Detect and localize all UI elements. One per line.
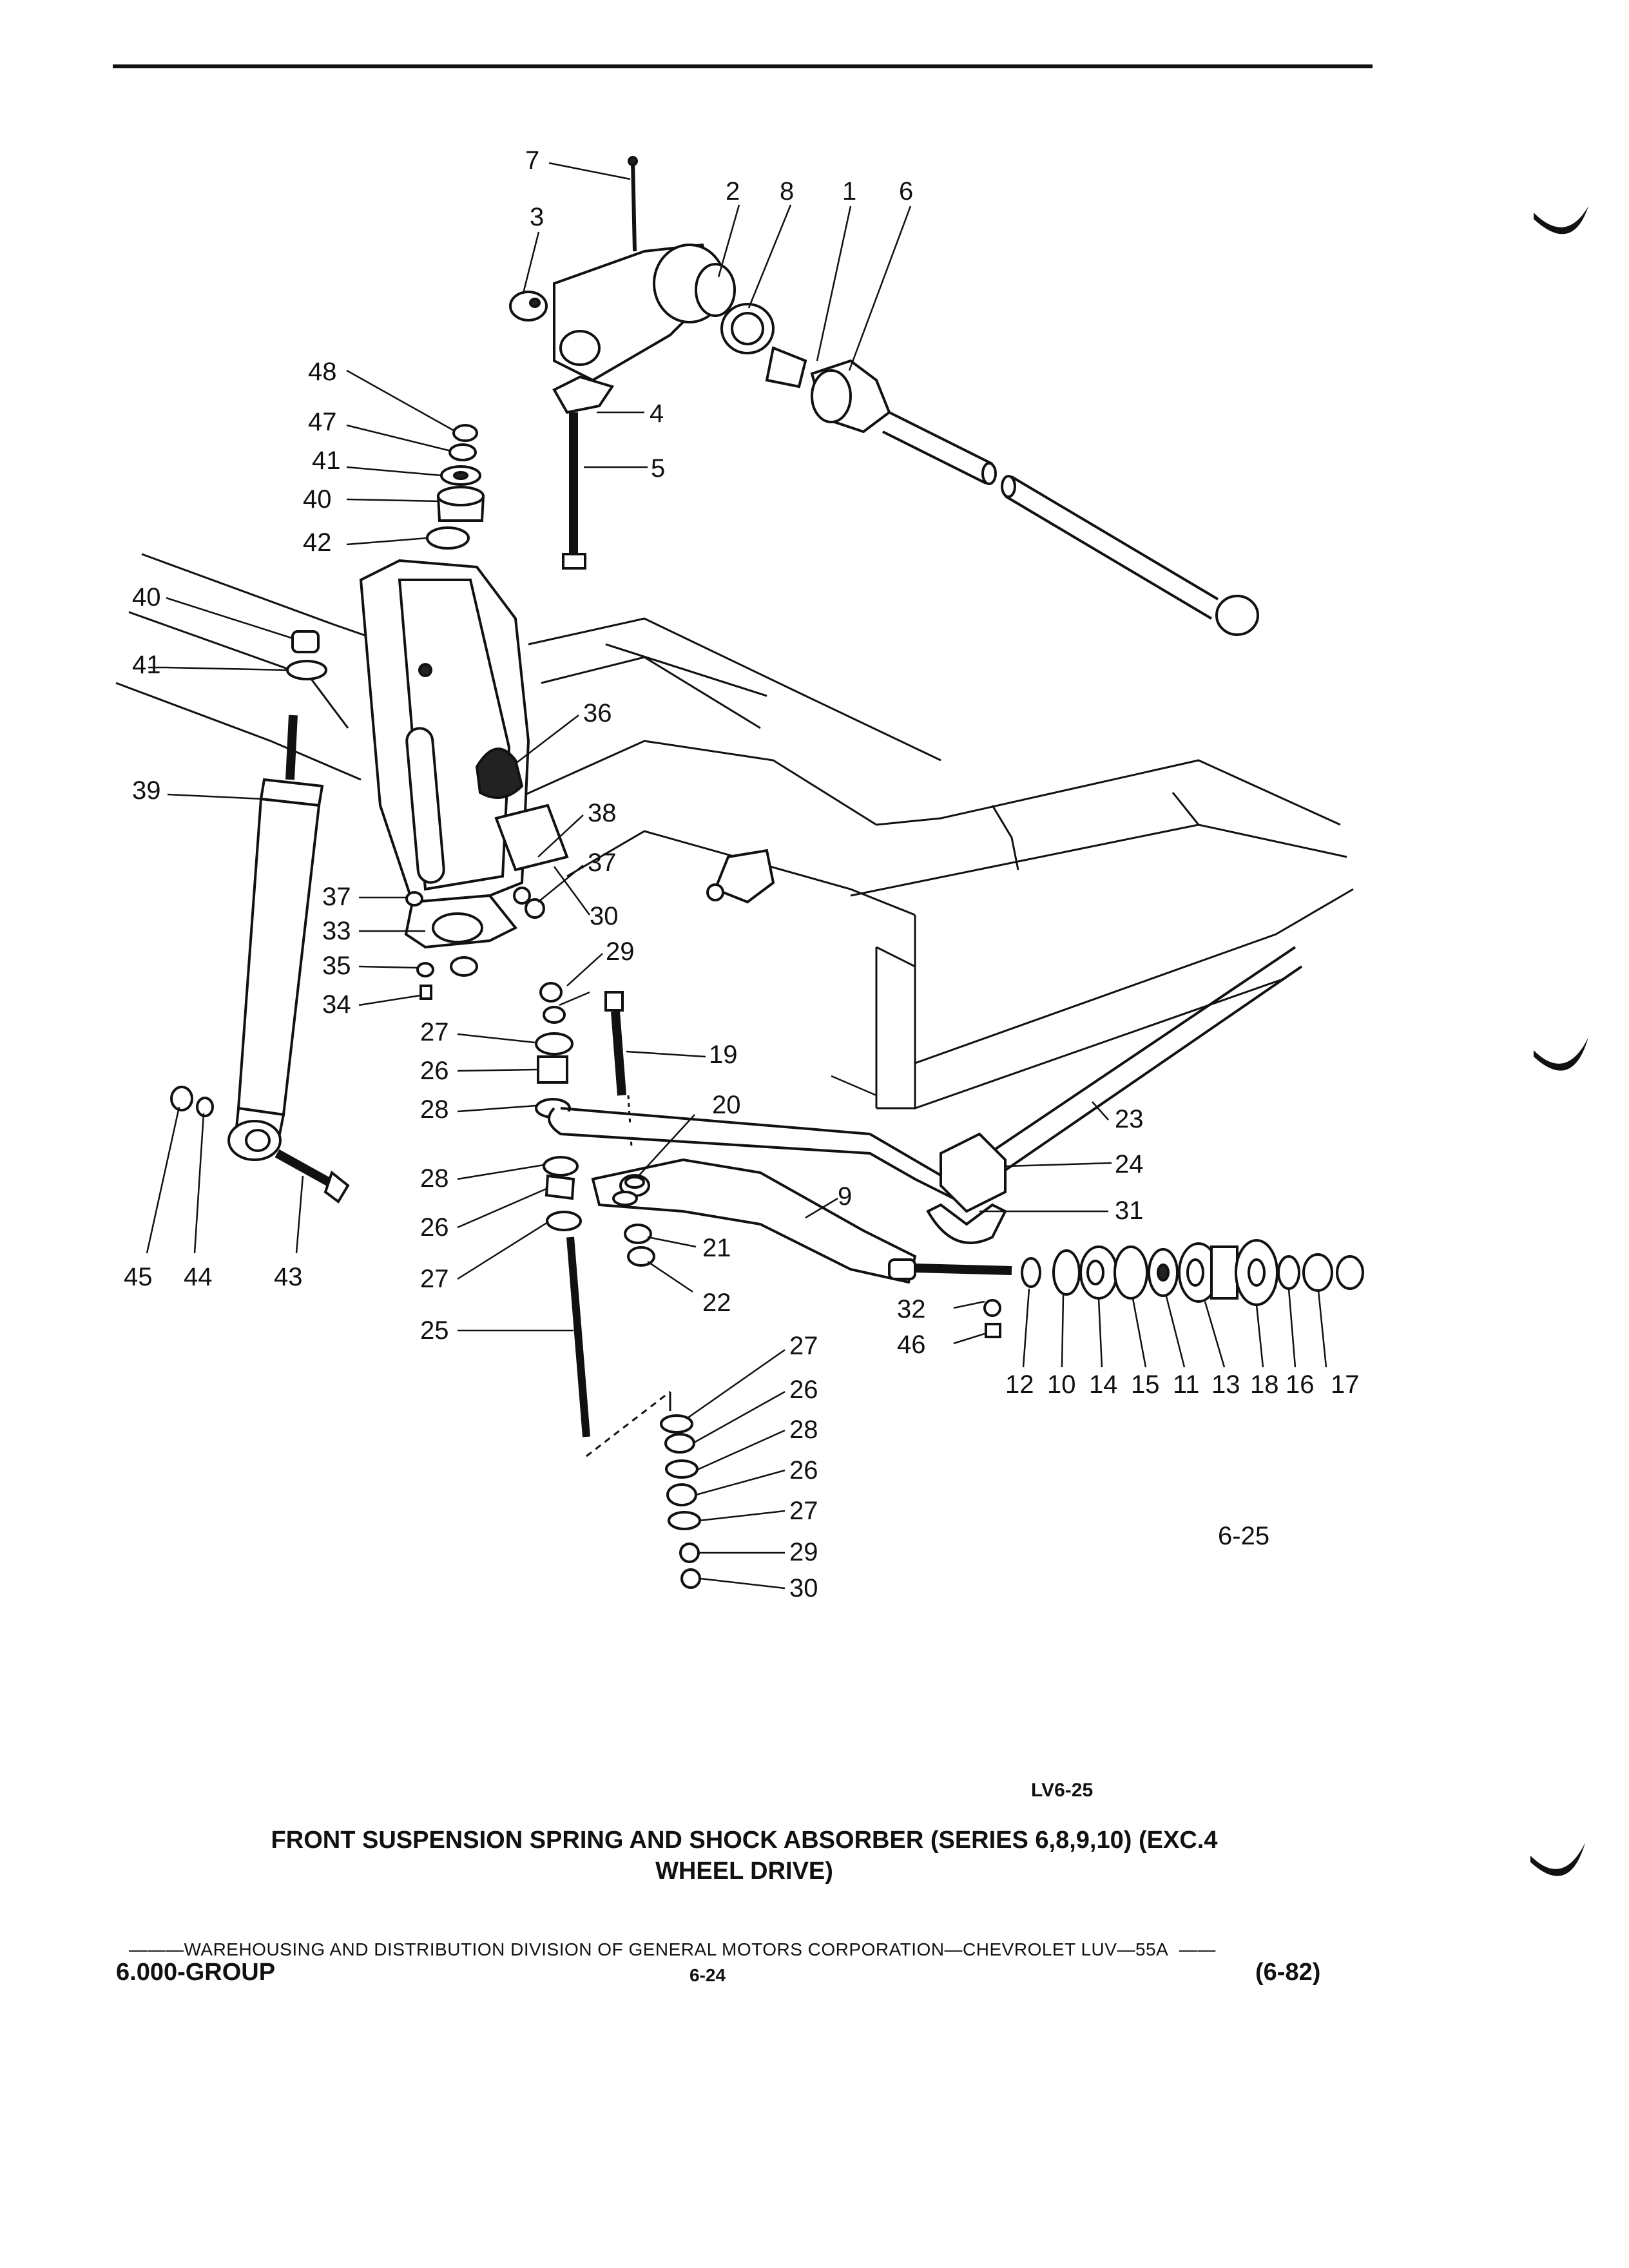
- callout-16: 16: [1286, 1370, 1315, 1399]
- caption-line-1: FRONT SUSPENSION SPRING AND SHOCK ABSORB…: [271, 1827, 1218, 1854]
- callout-21: 21: [702, 1234, 731, 1262]
- callout-44: 44: [184, 1263, 213, 1291]
- footer-publisher-text: WAREHOUSING AND DISTRIBUTION DIVISION OF…: [184, 1939, 1169, 1959]
- callout-40-left: 40: [132, 583, 161, 611]
- callout-26-right-lower: 26: [789, 1456, 818, 1485]
- callout-1: 1: [842, 177, 856, 206]
- binder-mark-middle: [1534, 1037, 1588, 1071]
- callout-37-right: 37: [588, 849, 617, 877]
- leader-lines: [146, 162, 1327, 1590]
- shock-mount-stack: [426, 424, 485, 550]
- shock-absorber: [170, 715, 350, 1204]
- callout-34: 34: [322, 990, 351, 1019]
- strut-rod-stack: [535, 982, 701, 1589]
- callout-40: 40: [303, 485, 332, 514]
- footer-group: 6.000-GROUP: [116, 1959, 276, 1986]
- footer-dash-left: ———: [129, 1939, 184, 1959]
- callout-18: 18: [1250, 1370, 1279, 1399]
- callout-25: 25: [420, 1316, 449, 1345]
- callout-27-right-lower: 27: [789, 1497, 818, 1525]
- footer-page-number: 6-24: [689, 1965, 726, 1985]
- callout-36: 36: [583, 699, 612, 727]
- strut-bushing-chain: [983, 1239, 1364, 1338]
- callout-10: 10: [1047, 1370, 1076, 1399]
- callout-26: 26: [420, 1057, 449, 1085]
- stabilizer-and-strut: [548, 946, 1303, 1284]
- shock-tower-bracket: [286, 559, 569, 1000]
- callout-28-right: 28: [789, 1416, 818, 1444]
- callout-23: 23: [1115, 1105, 1144, 1133]
- callout-28: 28: [420, 1095, 449, 1124]
- frame-crossmember: [115, 553, 1354, 1110]
- callout-48: 48: [308, 358, 337, 386]
- callout-7: 7: [525, 146, 539, 175]
- callout-28-lower: 28: [420, 1164, 449, 1193]
- callout-5: 5: [651, 454, 665, 483]
- callout-26-lower: 26: [420, 1213, 449, 1242]
- callout-30: 30: [590, 902, 619, 930]
- callout-30-lower: 30: [789, 1574, 818, 1602]
- callout-26-right: 26: [789, 1376, 818, 1404]
- callout-6: 6: [899, 177, 913, 206]
- callout-38: 38: [588, 799, 617, 827]
- footer-date-code: (6-82): [1255, 1959, 1321, 1986]
- callout-15: 15: [1131, 1370, 1160, 1399]
- callout-37: 37: [322, 883, 351, 911]
- frame-bracket: [706, 849, 775, 904]
- footer-dash-right: ——: [1168, 1939, 1216, 1959]
- callout-41: 41: [312, 447, 341, 475]
- callout-29-lower: 29: [789, 1538, 818, 1566]
- callout-32: 32: [897, 1295, 926, 1323]
- callout-11: 11: [1173, 1370, 1200, 1399]
- callout-9: 9: [838, 1182, 852, 1211]
- callout-45: 45: [124, 1263, 153, 1291]
- callout-17: 17: [1331, 1370, 1360, 1399]
- callout-27-right: 27: [789, 1332, 818, 1360]
- caption-line-2: WHEEL DRIVE): [655, 1858, 833, 1885]
- callout-12: 12: [1005, 1370, 1034, 1399]
- upper-torsion-assembly: [509, 156, 1259, 697]
- callout-14: 14: [1089, 1370, 1118, 1399]
- callout-2: 2: [726, 177, 740, 206]
- callout-4: 4: [650, 399, 664, 428]
- callout-19: 19: [709, 1041, 738, 1069]
- callout-33: 33: [322, 917, 351, 945]
- image-code: LV6-25: [1031, 1780, 1094, 1801]
- callout-43: 43: [274, 1263, 303, 1291]
- callout-46: 46: [897, 1331, 926, 1359]
- binder-mark-bottom: [1530, 1843, 1585, 1876]
- callout-3: 3: [530, 203, 544, 231]
- callout-31: 31: [1115, 1196, 1144, 1225]
- callout-24: 24: [1115, 1150, 1144, 1178]
- top-rule: [113, 64, 1373, 68]
- callout-41-left: 41: [132, 651, 161, 679]
- figure-caption: FRONT SUSPENSION SPRING AND SHOCK ABSORB…: [116, 1825, 1373, 1887]
- callout-labels: 7 3 2 8 1 6 48 4 47 41 5 40 42 40 41 36 …: [124, 146, 1360, 1602]
- callout-35: 35: [322, 952, 351, 980]
- footer-publisher-line: ———WAREHOUSING AND DISTRIBUTION DIVISION…: [129, 1939, 1216, 1960]
- callout-47: 47: [308, 408, 337, 436]
- callout-39: 39: [132, 776, 161, 805]
- figure-reference: 6-25: [1218, 1522, 1270, 1550]
- callout-42: 42: [303, 528, 332, 557]
- binder-mark-top: [1534, 206, 1588, 235]
- callout-29: 29: [606, 937, 635, 966]
- callout-27-lower: 27: [420, 1265, 449, 1293]
- callout-13: 13: [1211, 1370, 1240, 1399]
- callout-22: 22: [702, 1289, 731, 1317]
- callout-20: 20: [712, 1091, 741, 1119]
- callout-27: 27: [420, 1018, 449, 1046]
- callout-8: 8: [780, 177, 794, 206]
